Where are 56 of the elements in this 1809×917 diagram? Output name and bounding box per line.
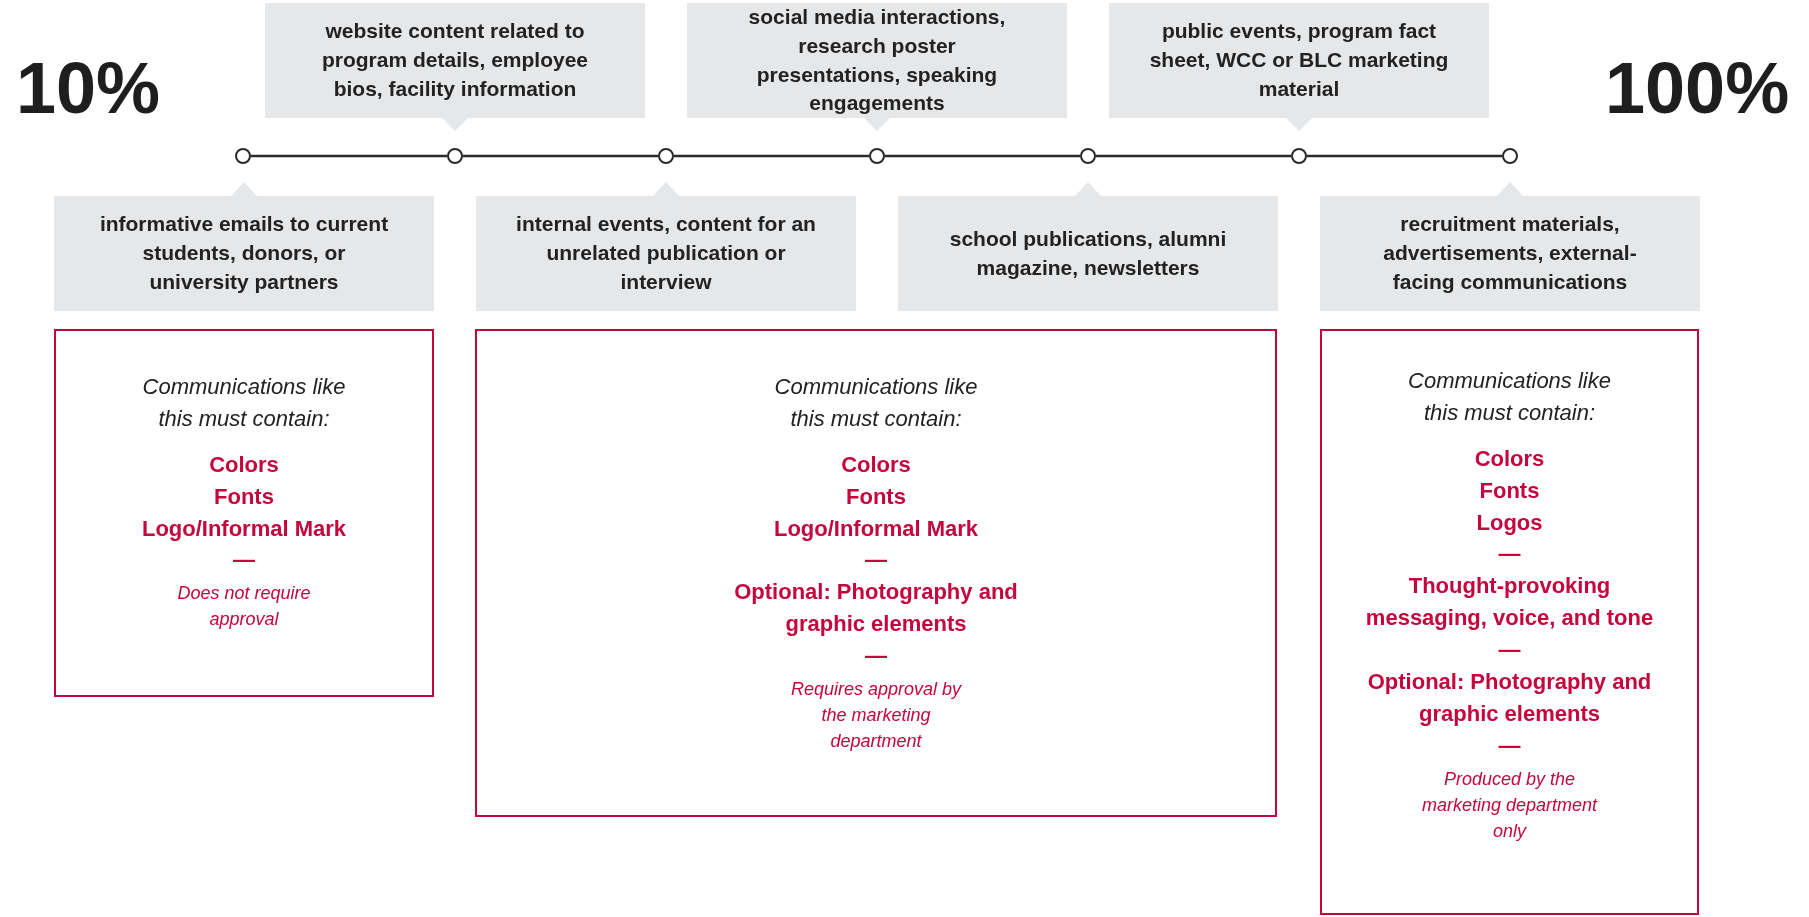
requirements-panel — [1320, 329, 1699, 915]
timeline-line — [674, 154, 869, 158]
callout-box — [1109, 3, 1489, 131]
timeline-point — [869, 148, 885, 164]
intro-text: Communications like this must contain: — [773, 373, 979, 433]
percent-label: 100% — [1605, 52, 1790, 124]
callout-text: public events, program fact sheet, WCC or BLC marketing material — [1149, 18, 1449, 102]
timeline-point — [1080, 148, 1096, 164]
percent-label: 10% — [16, 52, 161, 124]
timeline-line — [1307, 154, 1502, 158]
requirement-item: Logos — [1476, 508, 1543, 537]
callout-box — [1320, 182, 1700, 311]
requirement-item: Colors — [209, 450, 279, 479]
callout-text: internal events, content for an unrelated publication or interview — [516, 211, 816, 295]
callout-box — [476, 182, 856, 311]
timeline-line — [1096, 154, 1291, 158]
timeline-line — [885, 154, 1080, 158]
requirement-item: Fonts — [214, 482, 274, 511]
callout-text: social media interactions, research poster presentations, speaking engagements — [747, 3, 1007, 117]
intro-text: Communications like this must contain: — [1407, 367, 1612, 427]
requirement-item: — — [865, 642, 887, 671]
requirement-item: Logo/Informal Mark — [773, 514, 979, 543]
requirement-item: — — [865, 546, 887, 575]
callout-box — [265, 3, 645, 131]
requirement-item: Logo/Informal Mark — [141, 514, 347, 543]
requirement-item: — — [1498, 540, 1521, 569]
callout-text: recruitment materials, advertisements, external-facing communications — [1382, 211, 1638, 295]
requirement-item: Fonts — [1479, 476, 1540, 505]
requirement-item: — — [1498, 636, 1521, 665]
approval-note: Requires approval by the marketing department — [789, 678, 963, 754]
timeline-line — [463, 154, 658, 158]
callout-text: website content related to program details, employee bios, facility information — [320, 18, 590, 102]
requirement-item: Colors — [1474, 444, 1545, 473]
requirements-panel — [54, 329, 434, 697]
timeline-point — [447, 148, 463, 164]
requirements-panel — [475, 329, 1277, 817]
requirement-item: Optional: Photography and graphic elements — [1366, 668, 1653, 728]
callout-box — [687, 3, 1067, 131]
intro-text: Communications like this must contain: — [141, 373, 347, 433]
timeline-point — [658, 148, 674, 164]
timeline-point — [1502, 148, 1518, 164]
timeline-point — [235, 148, 251, 164]
approval-note: Produced by the marketing department only — [1420, 767, 1599, 843]
requirement-item: Thought-provoking messaging, voice, and tone — [1364, 572, 1655, 633]
approval-note: Does not require approval — [176, 582, 312, 632]
requirement-item: — — [233, 546, 255, 575]
callout-box — [54, 182, 434, 311]
requirement-item: Colors — [841, 450, 911, 479]
timeline-line — [251, 154, 447, 158]
callout-box — [898, 182, 1278, 311]
callout-text: informative emails to current students, donors, or university partners — [98, 211, 390, 295]
requirement-item: Fonts — [846, 482, 906, 511]
requirement-item: Optional: Photography and graphic elements — [733, 578, 1019, 639]
timeline-point — [1291, 148, 1307, 164]
requirement-item: — — [1498, 731, 1521, 760]
callout-text: school publications, alumni magazine, newsletters — [948, 225, 1228, 281]
